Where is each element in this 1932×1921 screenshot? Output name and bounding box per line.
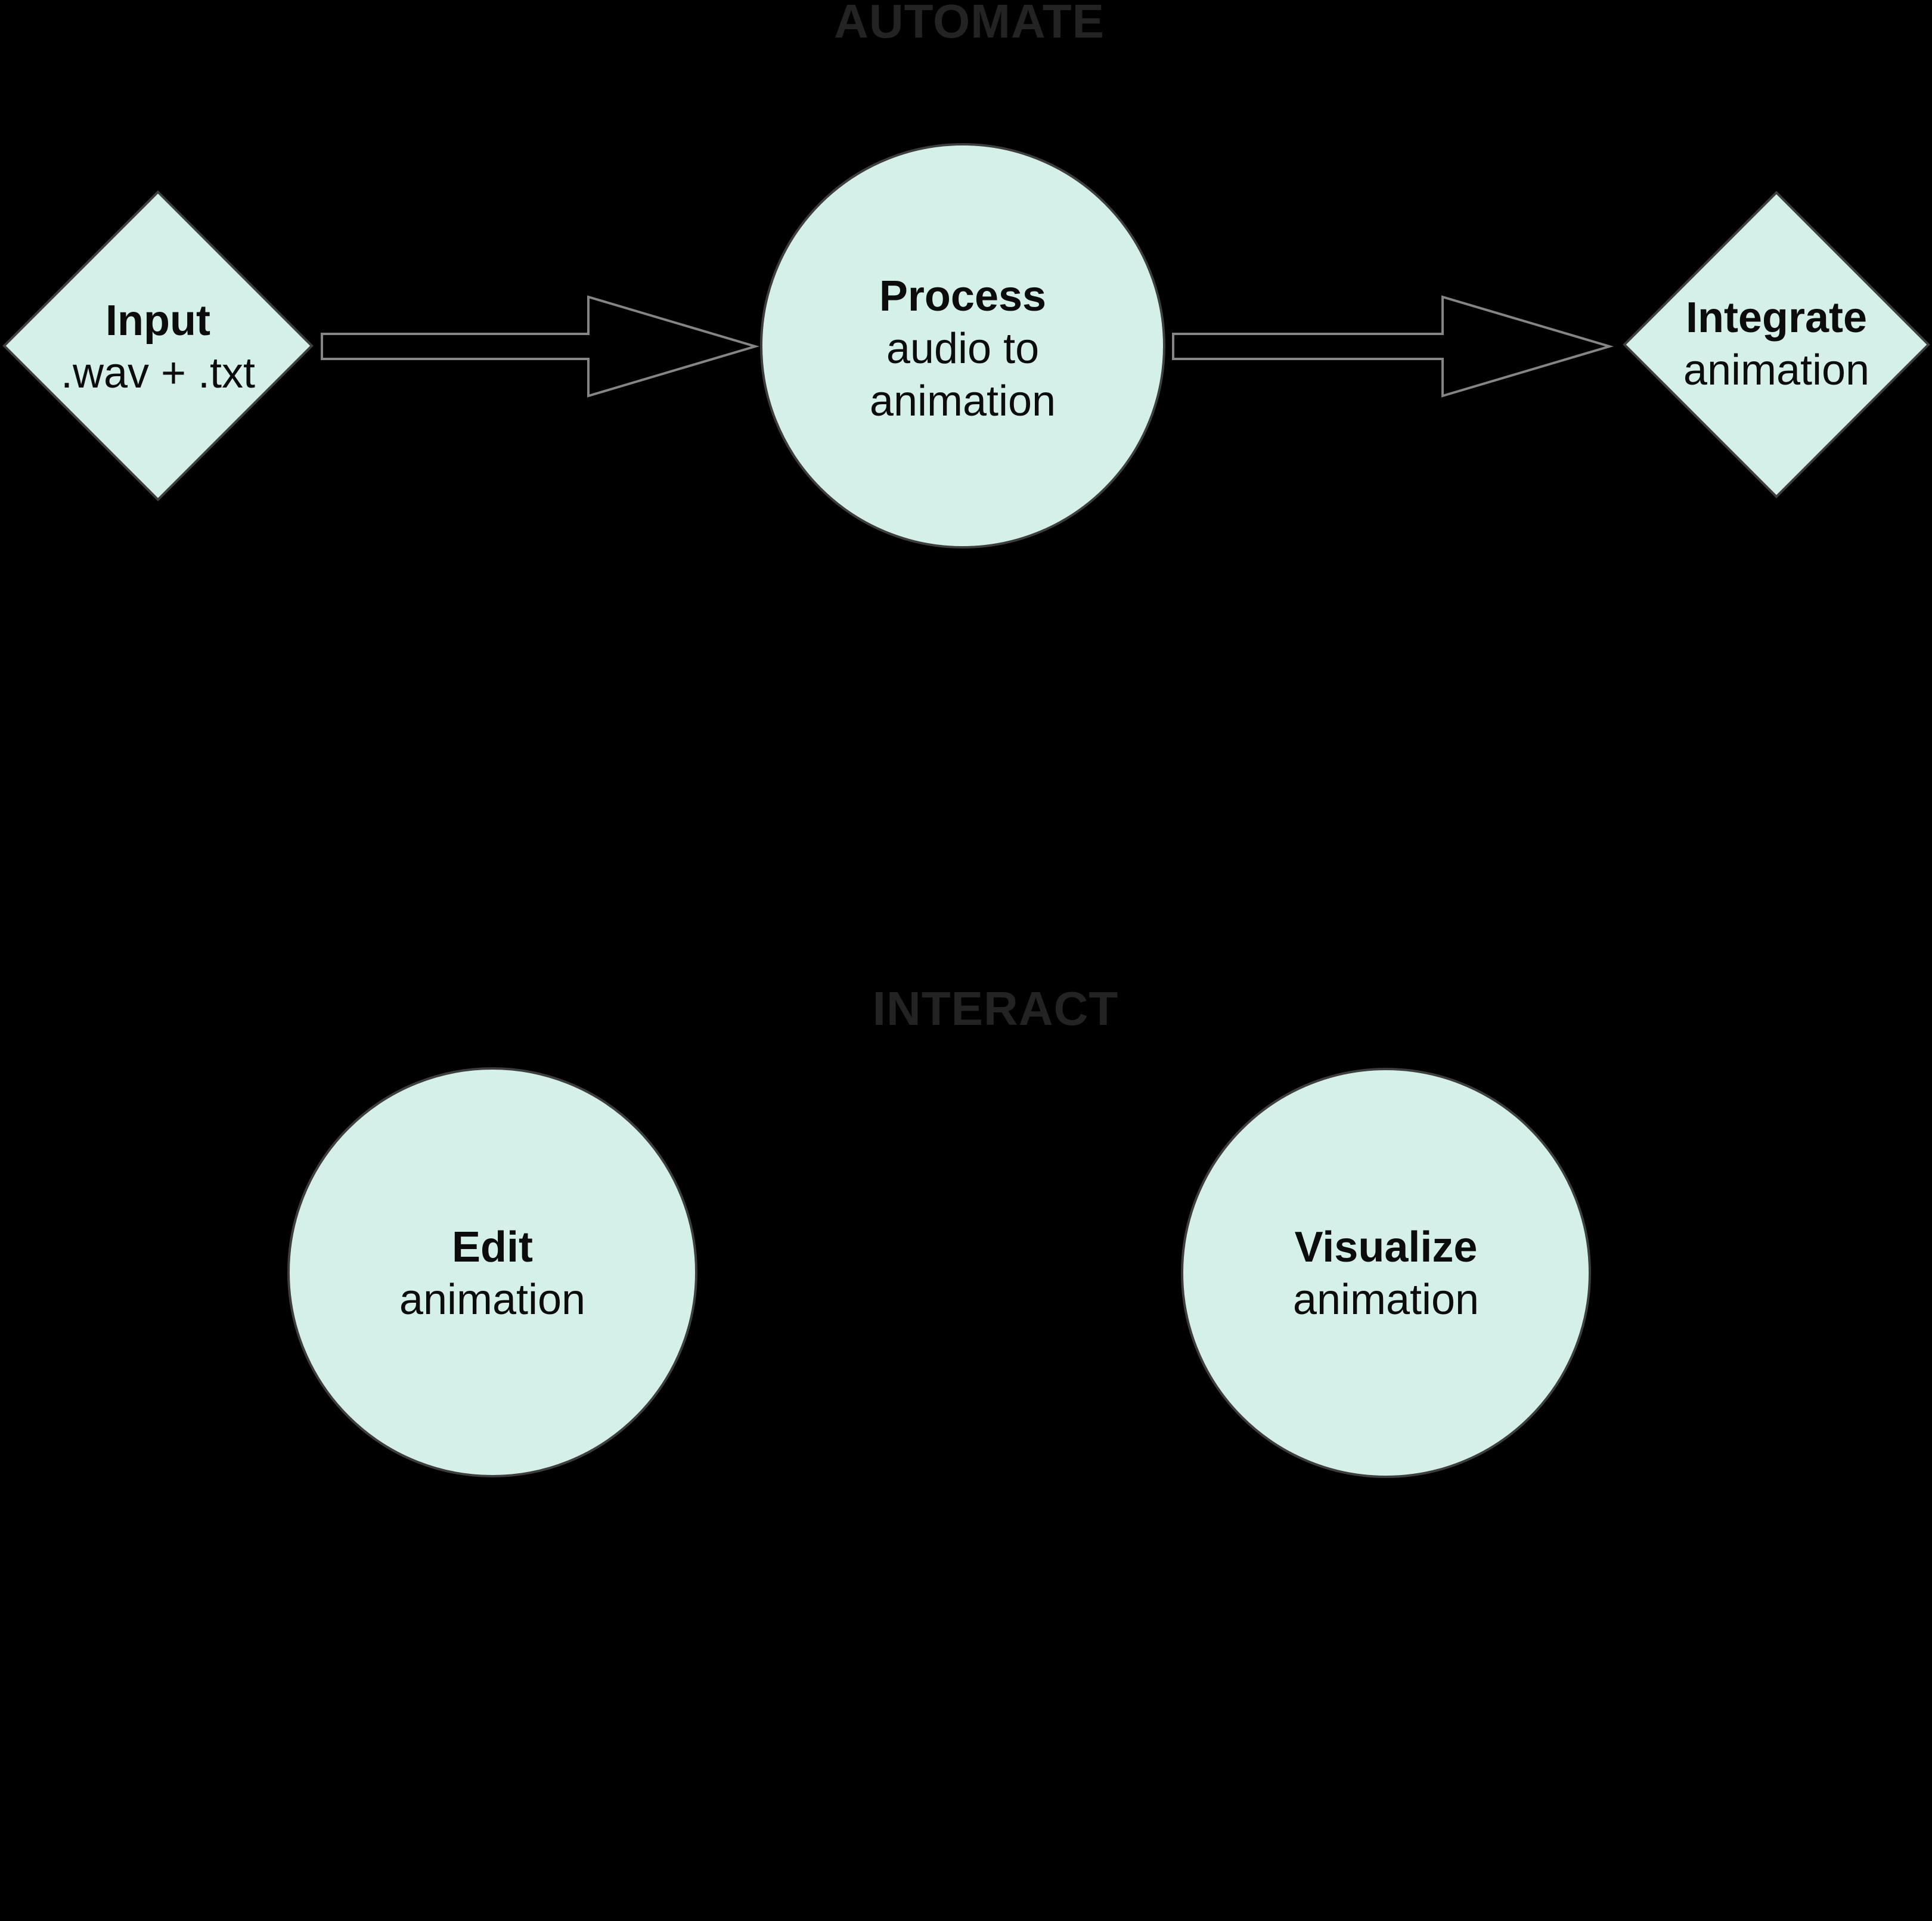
- process-node-label: Process audio to animation: [870, 270, 1056, 427]
- section-label-automate: AUTOMATE: [834, 0, 1105, 48]
- process-title: Process: [879, 272, 1047, 320]
- section-label-interact: INTERACT: [872, 982, 1119, 1035]
- edit-circle-shape: [287, 1067, 697, 1477]
- integrate-title: Integrate: [1685, 294, 1868, 342]
- edit-node-label: Edit animation: [399, 1221, 585, 1326]
- arrow-input-to-process: [321, 295, 760, 398]
- integrate-subtitle: animation: [1683, 346, 1870, 394]
- input-node-label: Input .wav + .txt: [61, 295, 255, 399]
- visualize-node-label: Visualize animation: [1293, 1221, 1479, 1326]
- integrate-diamond-shape: [1623, 191, 1930, 498]
- process-circle-shape: [760, 143, 1165, 549]
- process-subtitle-line-1: audio to: [886, 325, 1040, 373]
- edit-subtitle: animation: [399, 1276, 586, 1324]
- visualize-title: Visualize: [1294, 1223, 1478, 1271]
- input-subtitle: .wav + .txt: [60, 349, 256, 397]
- input-diamond-shape: [2, 190, 314, 501]
- visualize-circle-shape: [1181, 1068, 1591, 1478]
- process-subtitle-line-2: animation: [869, 377, 1056, 425]
- edit-title: Edit: [452, 1223, 533, 1271]
- visualize-subtitle: animation: [1292, 1276, 1480, 1324]
- arrow-process-to-integrate: [1172, 295, 1614, 398]
- input-title: Input: [106, 297, 210, 345]
- integrate-node-label: Integrate animation: [1683, 292, 1869, 396]
